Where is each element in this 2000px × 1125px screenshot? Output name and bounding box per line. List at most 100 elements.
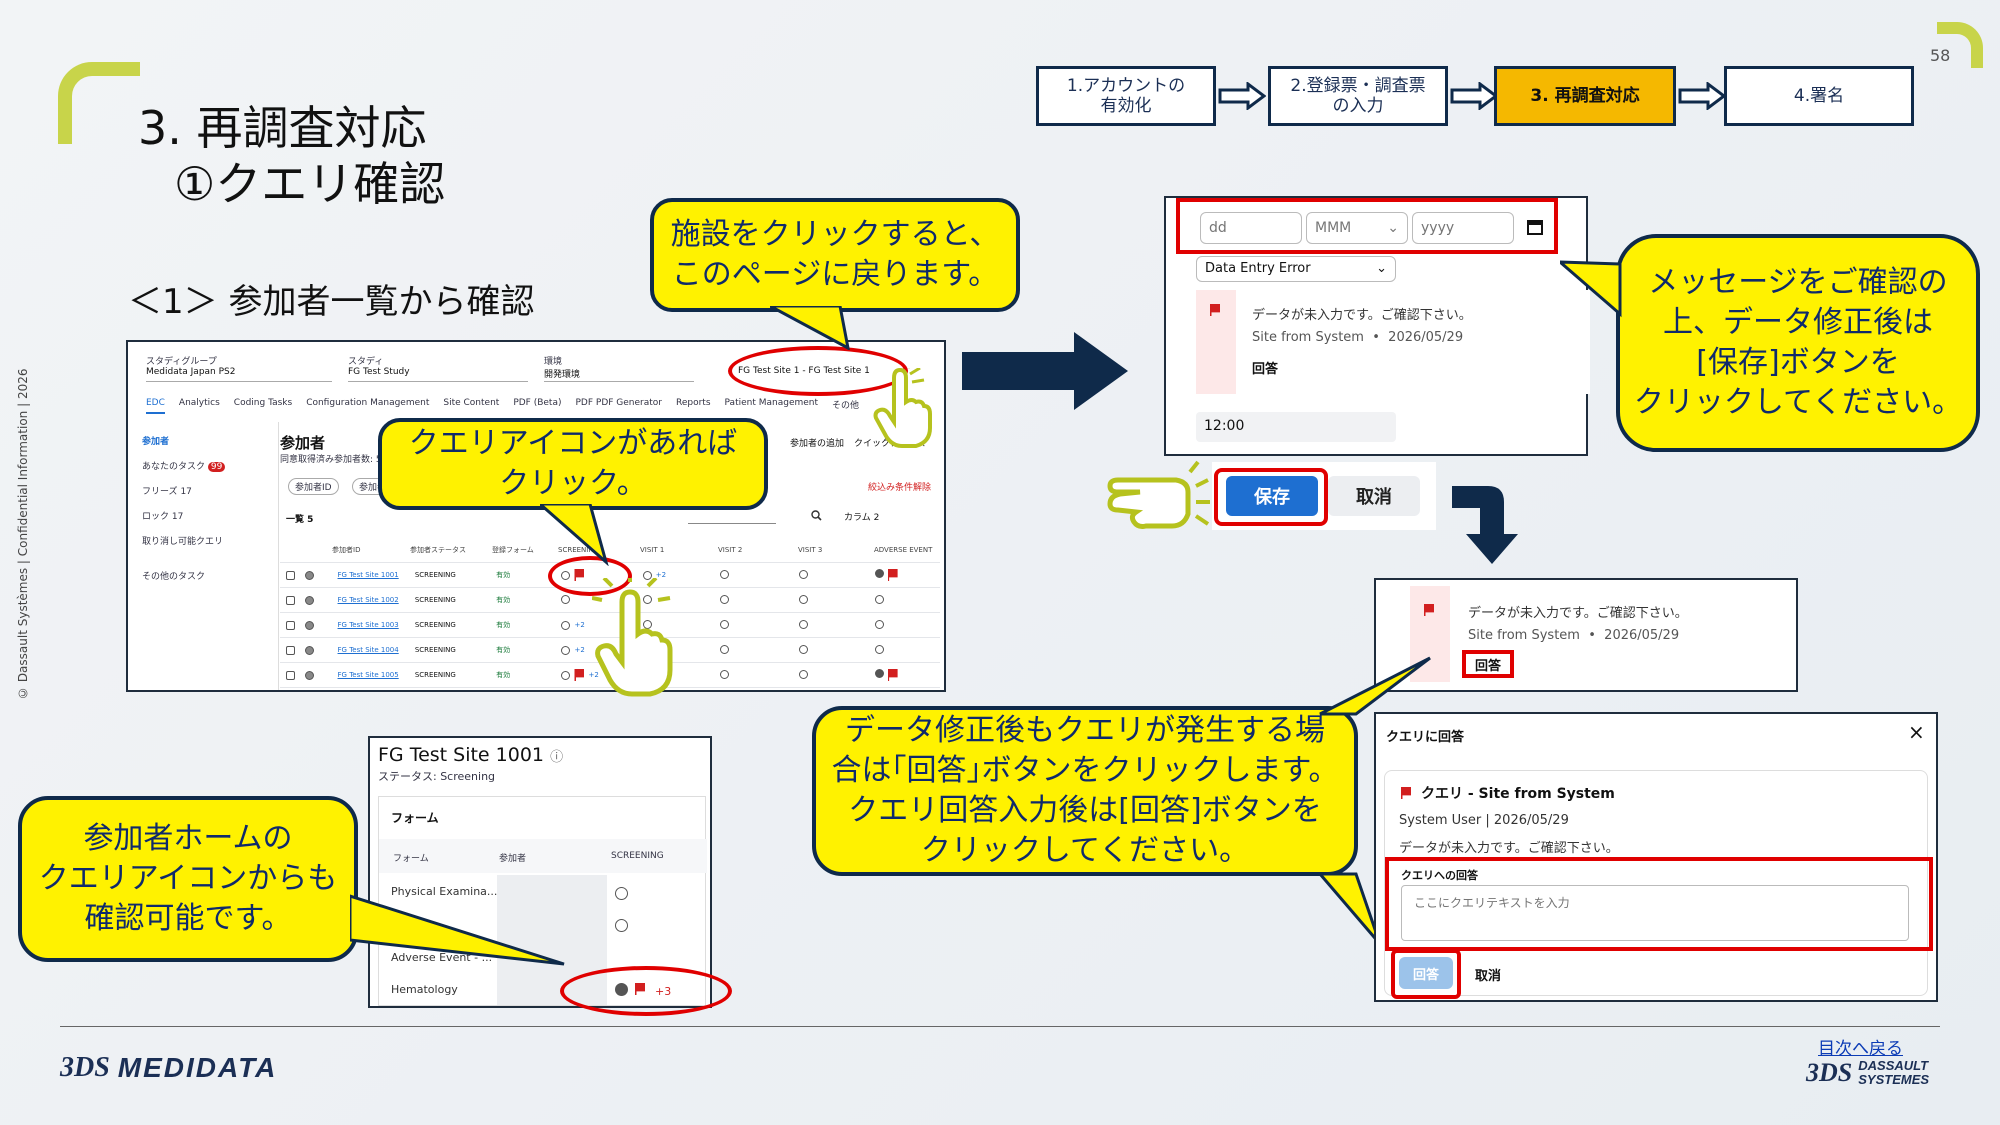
hand-cursor-icon (592, 578, 673, 697)
year-input[interactable] (1412, 212, 1514, 244)
query-date: 2026/05/29 (1388, 330, 1464, 345)
form-status-icon (720, 569, 730, 579)
answer-button[interactable]: 回答 (1462, 650, 1514, 678)
status-icon (305, 570, 314, 580)
month-select[interactable]: MMM⌄ (1306, 212, 1408, 244)
column-header[interactable]: 参加者ID (332, 546, 361, 554)
query-date: 2026/05/29 (1493, 813, 1569, 828)
participant-status: SCREENING (414, 646, 456, 654)
nav-item[interactable]: PDF PDF Generator (575, 398, 663, 408)
dassault-logo: 3DS DASSAULT SYSTEMES (1806, 1058, 1929, 1088)
form-name[interactable]: Physical Examina... (391, 885, 498, 898)
column-header: 参加者 (499, 854, 527, 864)
sidebar-item-tasks[interactable]: あなたのタスク 99 (142, 459, 262, 472)
column-header[interactable]: VISIT 2 (718, 546, 743, 554)
nav-item[interactable]: Site Content (443, 398, 500, 408)
participant-link[interactable]: FG Test Site 1005 (337, 671, 399, 679)
table-header (379, 839, 707, 873)
nav-item[interactable]: Analytics (178, 398, 220, 408)
row-checkbox[interactable] (286, 620, 295, 630)
sidebar-item-participants[interactable]: 参加者 (142, 434, 262, 447)
column-header[interactable]: ADVERSE EVENT (874, 546, 933, 554)
row-checkbox[interactable] (286, 570, 295, 580)
form-status-icon (874, 644, 884, 654)
count-badge: 99 (207, 462, 226, 472)
form-status-icon[interactable] (615, 887, 628, 900)
table-row[interactable]: FG Test Site 1002 SCREENING 有効 (280, 588, 940, 613)
query-from: Site from System (1468, 628, 1580, 643)
participant-list-screenshot: スタディグループ Medidata Japan PS2 スタディ FG Test… (126, 340, 946, 692)
add-participant-button[interactable]: 参加者の追加 (790, 439, 845, 449)
row-checkbox[interactable] (286, 645, 295, 655)
reply-cancel-button[interactable]: 取消 (1475, 969, 1502, 984)
query-flag-icon[interactable] (574, 669, 585, 681)
sidebar-item-other[interactable]: その他のタスク (142, 569, 262, 582)
nav-item[interactable]: EDC (146, 398, 165, 414)
cancel-button[interactable]: 取消 (1328, 476, 1420, 516)
sidebar-item-queries[interactable]: 取り消し可能クエリ (142, 534, 262, 547)
home-query-highlight-oval (560, 966, 732, 1016)
step-3-active: 3. 再調査対応 (1494, 66, 1676, 126)
nav-item[interactable]: Configuration Management (306, 398, 430, 408)
column-header[interactable]: 参加者ステータス (410, 546, 466, 554)
callout-facility: 施設をクリックすると、 このページに戻ります。 (650, 198, 1020, 312)
search-input[interactable] (688, 508, 776, 524)
nav-item[interactable]: Coding Tasks (233, 398, 293, 408)
answer-link[interactable]: 回答 (1252, 362, 1279, 377)
form-status-icon (874, 669, 884, 678)
column-header[interactable]: VISIT 3 (798, 546, 823, 554)
reason-select[interactable]: Data Entry Error⌄ (1196, 256, 1396, 282)
form-name[interactable]: Hematology (391, 983, 458, 996)
participant-link[interactable]: FG Test Site 1003 (337, 621, 399, 629)
close-icon[interactable]: × (1908, 720, 1925, 744)
participant-link[interactable]: FG Test Site 1004 (337, 646, 399, 654)
nav-item[interactable]: Patient Management (724, 398, 819, 408)
day-input[interactable] (1200, 212, 1302, 244)
participant-link[interactable]: FG Test Site 1001 (337, 571, 399, 579)
row-checkbox[interactable] (286, 670, 295, 680)
column-header[interactable]: SCREENING (558, 546, 600, 554)
time-field[interactable]: 12:00 (1196, 412, 1396, 442)
query-flag-icon[interactable] (887, 669, 898, 681)
study-group-select[interactable]: スタディグループ Medidata Japan PS2 (146, 354, 332, 382)
clear-filter-link[interactable]: 絞込み条件解除 (868, 483, 932, 493)
sidebar-item-lock[interactable]: ロック 17 (142, 509, 262, 522)
step-arrow-icon (1450, 82, 1498, 110)
table-row[interactable]: FG Test Site 1005 SCREENING 有効 +2 (280, 663, 940, 688)
form-status-icon[interactable] (615, 919, 628, 932)
calendar-icon[interactable] (1526, 218, 1544, 236)
search-icon[interactable] (811, 510, 822, 521)
filter-chip[interactable]: 参加者ID (288, 478, 339, 495)
study-select[interactable]: スタディ FG Test Study (348, 354, 528, 382)
query-flag-icon (1424, 604, 1434, 616)
reply-textarea[interactable] (1401, 885, 1909, 941)
ds-logo-icon: 3DS (60, 1052, 110, 1083)
column-header[interactable]: 登録フォーム (492, 546, 534, 554)
row-checkbox[interactable] (286, 595, 295, 605)
save-button[interactable]: 保存 (1226, 476, 1318, 516)
table-row[interactable]: FG Test Site 1003 SCREENING 有効 +2 (280, 613, 940, 638)
query-highlight-oval (548, 556, 632, 596)
query-block: データが未入力です。ご確認下さい。 Site from System • 202… (1196, 290, 1590, 394)
sidebar: 参加者 あなたのタスク 99 フリーズ 17 ロック 17 取り消し可能クエリ … (142, 434, 262, 582)
column-header: SCREENING (611, 851, 664, 861)
sidebar-item-freeze[interactable]: フリーズ 17 (142, 484, 262, 497)
reply-answer-button[interactable]: 回答 (1399, 957, 1453, 989)
nav-item[interactable]: PDF (Beta) (513, 398, 562, 408)
column-header[interactable]: VISIT 1 (640, 546, 665, 554)
nav-item[interactable]: その他 (832, 401, 860, 411)
quick-access-button[interactable]: クイックアクセス (854, 439, 926, 449)
form-status-icon (720, 644, 730, 654)
form-status-icon (561, 645, 571, 655)
form-status-icon (799, 594, 809, 604)
query-flag-icon (1210, 304, 1220, 316)
columns-button[interactable]: カラム 2 (844, 513, 880, 523)
environment-select[interactable]: 環境 開発環境 (544, 354, 694, 382)
form-screenshot: MMM⌄ Data Entry Error⌄ データが未入力です。ご確認下さい。… (1164, 196, 1590, 456)
top-nav: EDC Analytics Coding Tasks Configuration… (146, 398, 936, 414)
query-flag-icon[interactable] (887, 569, 898, 581)
nav-item[interactable]: Reports (676, 398, 711, 408)
back-to-index-link[interactable]: 目次へ戻る (1818, 1039, 1903, 1059)
title-line: 3. 再調査対応 (138, 101, 427, 155)
participant-link[interactable]: FG Test Site 1002 (337, 596, 399, 604)
